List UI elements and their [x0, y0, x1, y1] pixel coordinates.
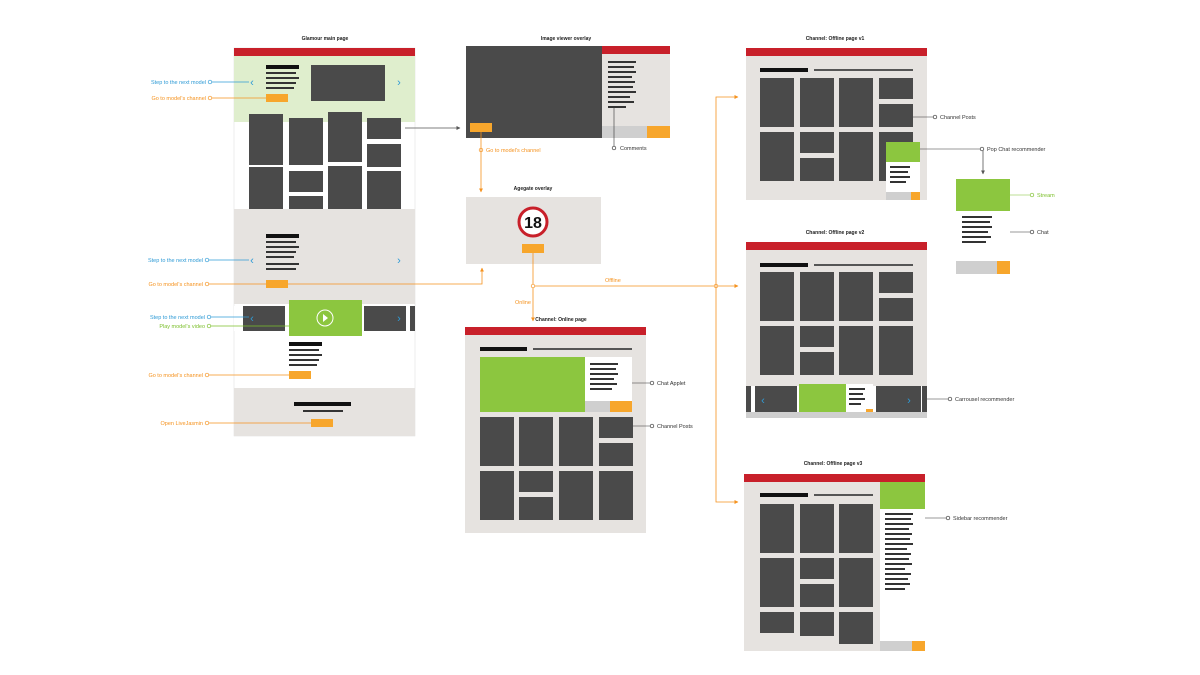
chevron-left-icon[interactable]: ‹: [250, 77, 254, 89]
viewer-go-channel-button[interactable]: [470, 123, 492, 132]
offline-v2-header-bar: [746, 242, 927, 250]
viewer-title: Image viewer overlay: [541, 36, 592, 42]
glamour-header-bar: [234, 48, 415, 56]
thumbnail[interactable]: [249, 167, 283, 216]
open-livejasmin-button[interactable]: [311, 419, 333, 427]
carousel-stream[interactable]: [799, 384, 846, 415]
svg-text:Go to model's channel: Go to model's channel: [148, 373, 203, 379]
annotation-step-next-2: Step to the next model: [148, 257, 249, 264]
chevron-left-icon[interactable]: ‹: [250, 255, 254, 267]
annotation-stream: Stream: [1037, 193, 1055, 199]
offline-v2-posts-grid: [760, 272, 913, 375]
viewer-comment-button[interactable]: [647, 126, 670, 138]
offline-v2-title: Channel: Offline page v2: [806, 230, 865, 236]
annotation-sidebar: Sidebar recommender: [953, 516, 1008, 522]
recommender-stream[interactable]: [956, 179, 1010, 211]
sidebar-stream[interactable]: [880, 482, 925, 509]
annotation-chat: Chat: [1037, 230, 1049, 236]
svg-text:Step to the next model: Step to the next model: [148, 258, 203, 264]
thumbnail[interactable]: [249, 114, 283, 165]
chevron-right-icon[interactable]: ›: [397, 255, 401, 267]
glamour-model-section: [234, 209, 415, 304]
pop-chat-stream[interactable]: [886, 142, 920, 162]
agegate-overlay: Agegate overlay 18: [466, 186, 601, 264]
recommender-chat-button[interactable]: [997, 261, 1010, 274]
offline-v3-posts-grid: [760, 504, 873, 644]
online-label: Online: [515, 300, 531, 306]
offline-v1-title: Channel: Offline page v1: [806, 36, 865, 42]
annotation-viewer-go-channel: Go to model's channel: [486, 148, 541, 154]
offline-v3-title: Channel: Offline page v3: [804, 461, 863, 467]
offline-v3-header-bar: [744, 474, 925, 482]
pop-chat-recommender: Stream Chat: [956, 179, 1055, 274]
svg-text:Step to the next model: Step to the next model: [150, 315, 205, 321]
sidebar-chat-button[interactable]: [912, 641, 925, 651]
annotation-step-next-3: Step to the next model: [150, 314, 249, 321]
chevron-right-icon[interactable]: ›: [907, 395, 911, 407]
age-18-badge: [517, 206, 549, 238]
glamour-annotations: Step to the next model Go to model's cha…: [148, 79, 311, 427]
annotation-comments: Comments: [620, 146, 647, 152]
channel-offline-page-v3: Channel: Offline page v3 Sid: [744, 461, 1008, 651]
section-go-channel-button[interactable]: [266, 280, 288, 288]
chevron-right-icon[interactable]: ›: [397, 77, 401, 89]
glamour-main-page: Glamour main page ‹ ›: [233, 36, 416, 437]
svg-text:Go to model's channel: Go to model's channel: [148, 282, 203, 288]
glamour-page-title: Glamour main page: [302, 36, 349, 42]
annotation-go-channel-3: Go to model's channel: [148, 372, 289, 379]
annotation-channel-posts-v1: Channel Posts: [940, 115, 976, 121]
online-page-title: Channel: Online page: [535, 317, 587, 323]
channel-offline-page-v2: Channel: Offline page v2 ‹ › Carrousel r…: [746, 230, 1014, 418]
glamour-thumbnail-grid: [249, 112, 401, 220]
annotation-open-livejasmin: Open LiveJasmin: [161, 420, 311, 427]
offline-v1-header-bar: [746, 48, 927, 56]
annotation-pop-chat: Pop Chat recommender: [987, 147, 1046, 153]
hero-image[interactable]: [311, 65, 385, 101]
thumbnail[interactable]: [328, 166, 362, 216]
thumbnail[interactable]: [289, 118, 323, 165]
svg-text:Go to model's channel: Go to model's channel: [151, 96, 206, 102]
thumbnail[interactable]: [328, 112, 362, 162]
thumbnail[interactable]: [367, 144, 401, 167]
channel-offline-page-v1: Channel: Offline page v1 Channel Posts P…: [746, 36, 1046, 200]
online-posts-grid: [480, 417, 633, 520]
agegate-title: Agegate overlay: [514, 186, 553, 192]
video-go-channel-button[interactable]: [289, 371, 311, 379]
viewer-header-bar: [602, 46, 670, 54]
annotation-go-channel-1: Go to model's channel: [151, 95, 266, 102]
svg-text:Open LiveJasmin: Open LiveJasmin: [161, 421, 204, 427]
image-viewer-overlay: Image viewer overlay Comments Go to mode…: [466, 36, 670, 154]
online-header-bar: [465, 327, 646, 335]
pop-chat-button[interactable]: [911, 192, 920, 200]
hero-go-channel-button[interactable]: [266, 94, 288, 102]
chevron-right-icon[interactable]: ›: [397, 313, 401, 325]
annotation-chat-applet: Chat Applet: [657, 381, 686, 387]
svg-text:Step to the next model: Step to the next model: [151, 80, 206, 86]
thumbnail[interactable]: [367, 118, 401, 139]
annotation-carousel: Carrousel recommender: [955, 397, 1014, 403]
sidebar-recommender: [880, 482, 925, 651]
annotation-step-next-1: Step to the next model: [151, 79, 249, 86]
annotation-play-video: Play model's video: [159, 323, 289, 330]
annotation-channel-posts-online: Channel Posts: [657, 424, 693, 430]
chevron-left-icon[interactable]: ‹: [761, 395, 765, 407]
svg-text:Play model's video: Play model's video: [159, 324, 205, 330]
offline-label: Offline: [605, 278, 621, 284]
age-badge-text: 18: [524, 215, 542, 232]
chat-send-button[interactable]: [610, 401, 632, 412]
agegate-enter-button[interactable]: [522, 244, 544, 253]
online-stream[interactable]: [480, 357, 585, 412]
viewer-image[interactable]: [466, 46, 602, 138]
annotation-go-channel-2: Go to model's channel: [148, 281, 266, 288]
chevron-left-icon[interactable]: ‹: [250, 313, 254, 325]
thumbnail[interactable]: [289, 171, 323, 192]
channel-online-page: Channel: Online page Chat Applet Channel…: [465, 317, 693, 533]
play-icon[interactable]: [316, 309, 334, 327]
